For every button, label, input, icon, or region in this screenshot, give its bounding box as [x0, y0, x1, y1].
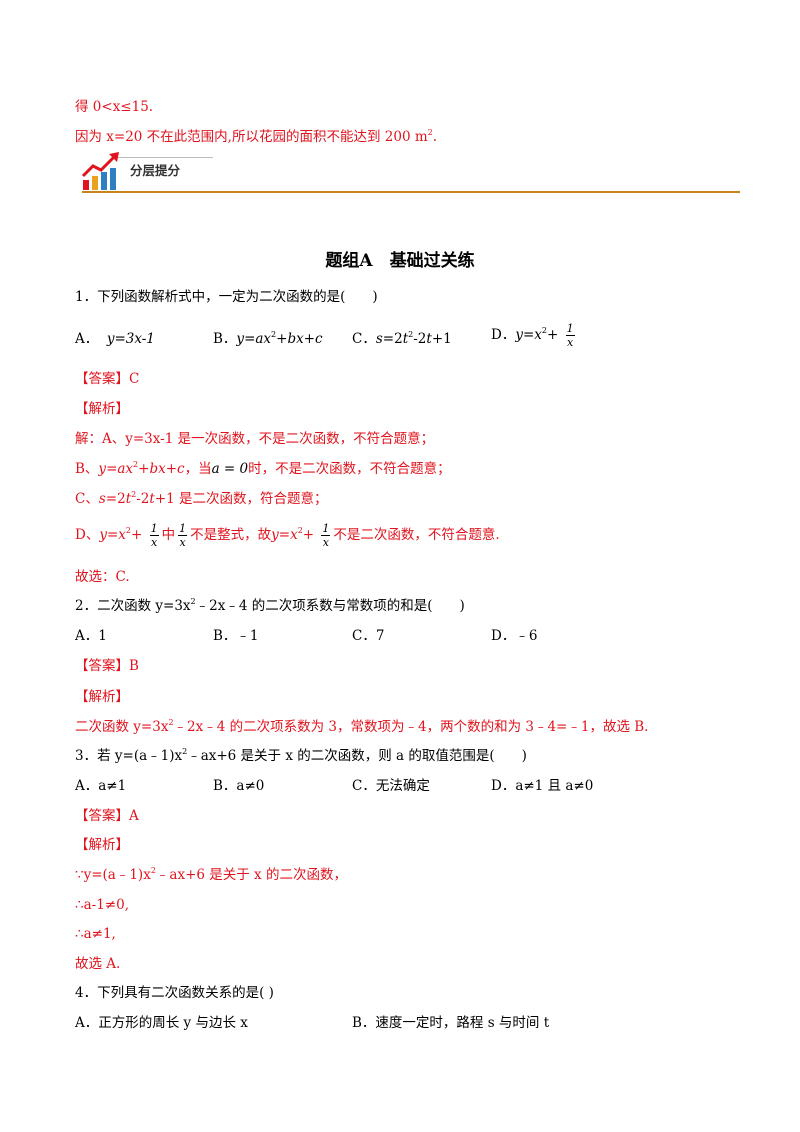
q4-stem: 4．下列具有二次函数关系的是( ) — [75, 985, 274, 1001]
q3-step-1: ∵y=(a﹣1)x2﹣ax+6 是关于 x 的二次函数， — [75, 866, 347, 884]
q1-solution-c: C、s=2t2-2t+1 是二次函数，符合题意； — [75, 490, 328, 508]
q3-option-c: C．无法确定 — [352, 778, 430, 794]
q1-solution-a: 解：A、y=3x-1 是一次函数，不是二次函数，不符合题意； — [75, 431, 435, 447]
q2-option-c: C．7 — [352, 628, 385, 644]
q4-option-a: A．正方形的周长 y 与边长 x — [75, 1015, 248, 1031]
q1-solution-b: B、y=ax2+bx+c，当a = 0时，不是二次函数，不符合题意； — [75, 460, 451, 478]
q1-option-c: C．s=2t2-2t+1 — [352, 330, 452, 348]
q3-option-d: D．a≠1 且 a≠0 — [491, 778, 594, 794]
q1-option-a: A． y=3x-1 — [75, 331, 155, 347]
q3-option-a: A．a≠1 — [75, 778, 127, 794]
q3-step-2: ∴a-1≠0, — [75, 897, 129, 913]
header-rule-top — [118, 157, 213, 158]
section-title: 题组A 基础过关练 — [325, 251, 475, 271]
q4-option-b: B．速度一定时，路程 s 与时间 t — [352, 1015, 550, 1031]
q2-solution: 二次函数 y=3x2﹣2x﹣4 的二次项系数为 3，常数项为﹣4，两个数的和为 … — [75, 718, 649, 736]
q2-option-b: B．﹣1 — [213, 628, 259, 644]
q3-step-3: ∴a≠1, — [75, 926, 116, 942]
q1-option-b: B．y=ax2+bx+c — [213, 330, 323, 348]
q2-option-a: A．1 — [75, 628, 107, 644]
growth-chart-icon — [81, 152, 119, 190]
q1-conclusion: 故选：C. — [75, 569, 130, 585]
q2-stem: 2．二次函数 y=3x2﹣2x﹣4 的二次项系数与常数项的和是( ) — [75, 597, 465, 615]
q2-answer: 【答案】B — [75, 658, 139, 674]
q2-analysis-label: 【解析】 — [75, 689, 129, 705]
result-line: 得 0<x≤15. — [75, 99, 154, 115]
q3-conclusion: 故选 A. — [75, 956, 121, 972]
q2-option-d: D．﹣6 — [491, 628, 538, 644]
q3-stem: 3．若 y=(a﹣1)x2﹣ax+6 是关于 x 的二次函数，则 a 的取值范围… — [75, 747, 527, 765]
header-divider — [82, 191, 740, 193]
q3-option-b: B．a≠0 — [213, 778, 265, 794]
q3-analysis-label: 【解析】 — [75, 837, 129, 853]
header-title: 分层提分 — [130, 163, 181, 178]
conclusion-line: 因为 x=20 不在此范围内,所以花园的面积不能达到 200 m2. — [75, 128, 438, 146]
q1-analysis-label: 【解析】 — [75, 401, 129, 417]
q1-stem: 1．下列函数解析式中，一定为二次函数的是( ) — [75, 289, 378, 305]
q3-answer: 【答案】A — [75, 808, 139, 824]
q1-answer: 【答案】C — [75, 371, 140, 387]
section-header — [75, 150, 740, 195]
